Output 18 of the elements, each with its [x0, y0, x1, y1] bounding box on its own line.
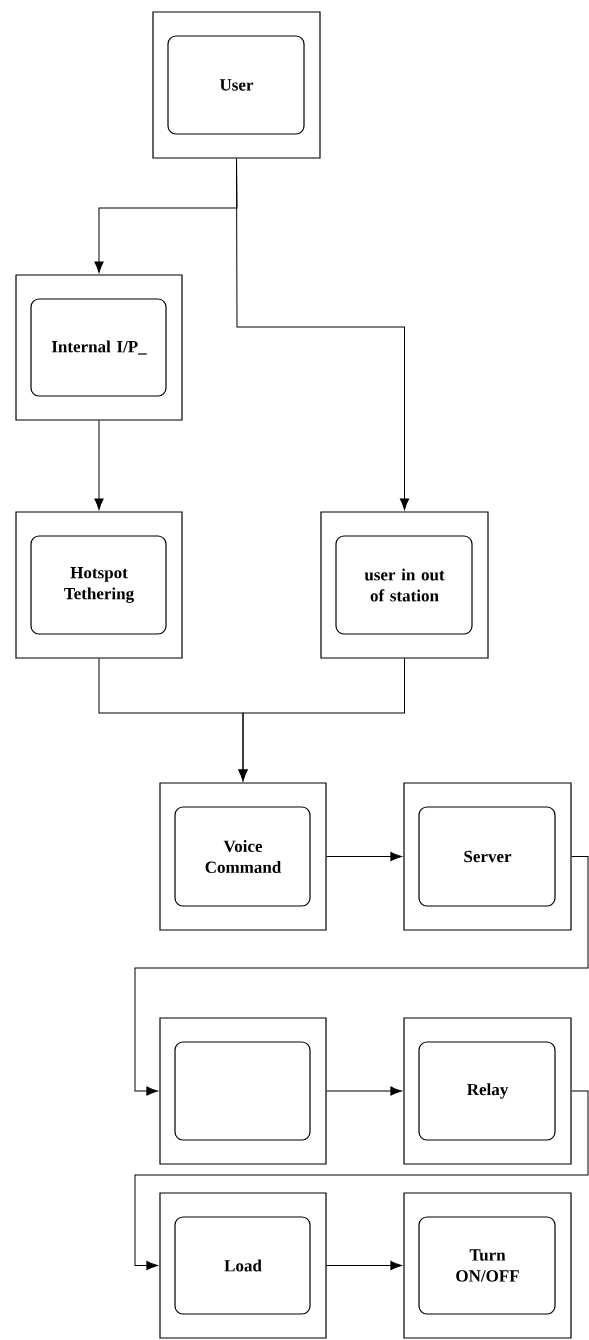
process-box	[159, 1017, 327, 1165]
process-box: Hotspot Tethering	[15, 511, 183, 659]
process-box: Relay	[403, 1017, 572, 1165]
arrow	[134, 856, 589, 1096]
process-box: Load	[159, 1192, 327, 1339]
arrow	[236, 158, 410, 510]
process-box: Turn ON/OFF	[403, 1192, 572, 1339]
arrow	[238, 658, 405, 781]
arrow	[94, 420, 104, 510]
arrow	[326, 1260, 402, 1271]
process-box: user in out of station	[320, 511, 489, 659]
process-box: Internal I/P_	[15, 274, 183, 421]
process-box: Server	[403, 782, 572, 931]
process-box: Voice Command	[159, 782, 327, 931]
process-box: User	[152, 11, 321, 159]
arrow	[134, 1090, 589, 1271]
arrow	[326, 851, 402, 862]
arrow	[326, 1086, 402, 1096]
